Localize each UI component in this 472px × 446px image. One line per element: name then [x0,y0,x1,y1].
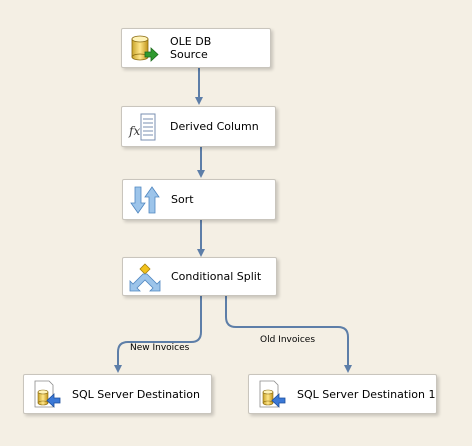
edge-label-new-invoices: New Invoices [130,343,190,353]
conditional-split-node[interactable]: Conditional Split [122,257,277,296]
node-label: Derived Column [170,120,259,133]
node-label: Sort [171,193,194,206]
sort-node[interactable]: Sort [122,179,276,220]
svg-text:fx: fx [128,124,140,138]
path-split-to-sql-destination-1[interactable] [225,296,352,373]
sql-server-destination-node[interactable]: SQL Server Destination [23,374,212,414]
node-label: Conditional Split [171,270,262,283]
database-source-icon [128,32,160,64]
node-label: OLE DB Source [170,35,212,61]
path-split-to-sql-destination[interactable] [114,296,202,373]
sql-server-destination-icon [255,378,287,410]
conditional-split-icon [129,261,161,293]
edge-label-old-invoices: Old Invoices [260,335,316,345]
node-label: SQL Server Destination 1 [297,387,436,401]
ole-db-source-node[interactable]: OLE DB Source [121,28,271,68]
sql-server-destination-1-node[interactable]: SQL Server Destination 1 [248,374,437,414]
derived-column-node[interactable]: fx Derived Column [121,106,276,147]
node-label: SQL Server Destination [72,387,200,401]
sql-server-destination-icon [30,378,62,410]
sort-arrows-icon [129,184,161,216]
derived-column-fx-icon: fx [128,111,160,143]
